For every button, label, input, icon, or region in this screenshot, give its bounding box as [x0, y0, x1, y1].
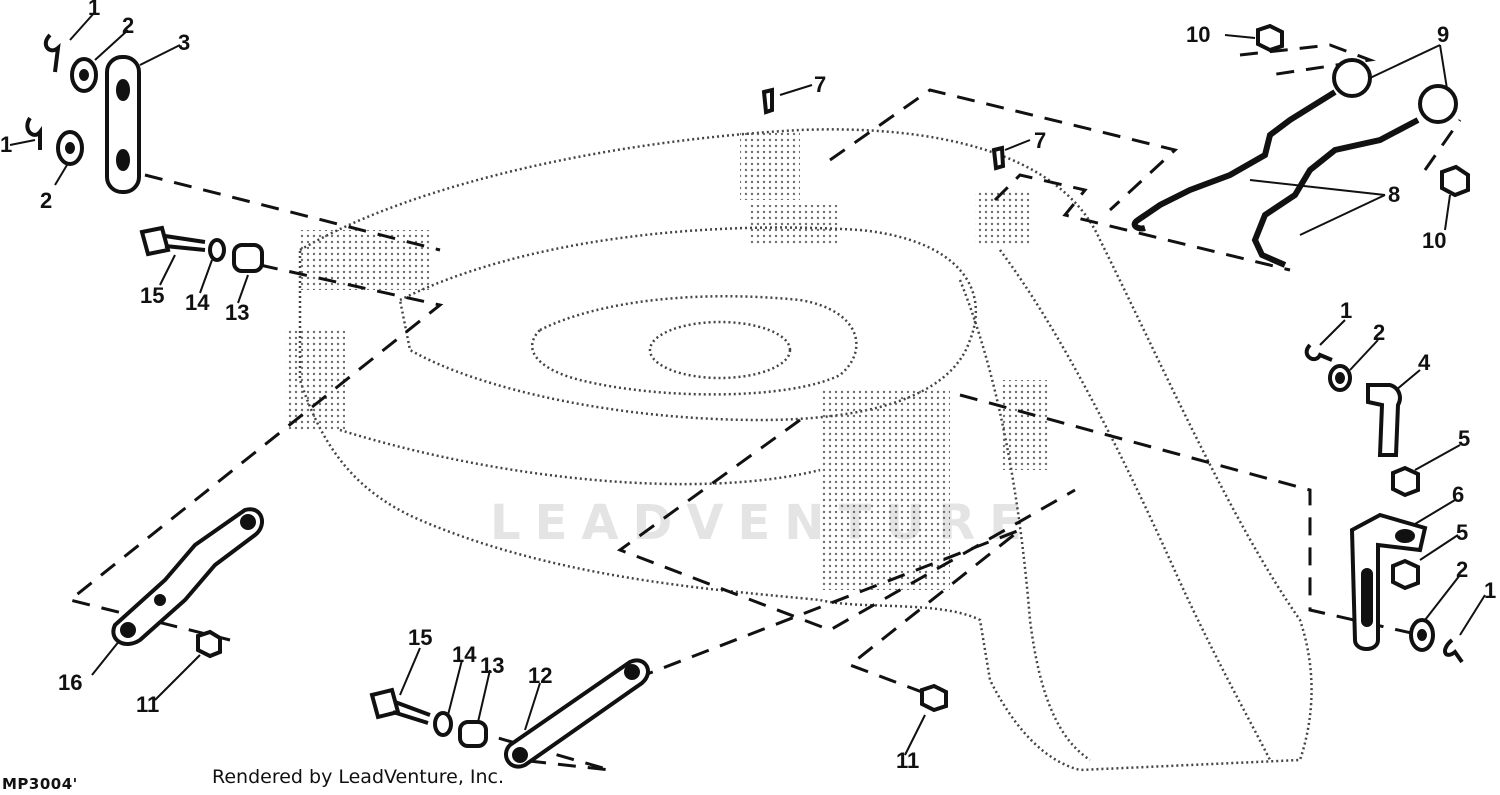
callout-label: 1 [1484, 578, 1496, 603]
part-bracket [1349, 512, 1428, 651]
callout-label: 6 [1452, 482, 1464, 507]
part-cotter-pin [761, 87, 1006, 171]
callout-label: 2 [40, 188, 52, 213]
part-link-bar [105, 55, 141, 194]
callout-label: 5 [1458, 426, 1470, 451]
callout-label: 7 [814, 72, 826, 97]
part-elbow-fitting [1366, 383, 1402, 457]
part-lift-link [111, 507, 650, 769]
callout-label: 10 [1186, 22, 1210, 47]
callout-label: 2 [122, 13, 134, 38]
callout-label: 1 [0, 132, 12, 157]
callout-label: 5 [1456, 520, 1468, 545]
assembly-leader-lines [66, 43, 1462, 772]
part-spacer [232, 243, 488, 748]
callout-label: 2 [1456, 557, 1468, 582]
part-knob [1332, 58, 1458, 124]
callout-label: 2 [1373, 320, 1385, 345]
callout-label: 14 [452, 642, 477, 667]
callout-label: 13 [225, 300, 249, 325]
callout-label: 8 [1388, 182, 1400, 207]
callout-labels: 1 2 3 1 2 7 7 10 9 8 10 15 14 13 1 2 4 5… [0, 0, 1496, 773]
callout-label: 15 [140, 283, 164, 308]
callout-label: 11 [896, 748, 919, 773]
callout-label: 11 [136, 692, 159, 717]
callout-label: 12 [528, 663, 552, 688]
callout-label: 9 [1437, 22, 1449, 47]
housing-shading [285, 130, 1050, 590]
part-carriage-bolt [139, 225, 431, 725]
callout-label: 16 [58, 670, 82, 695]
callout-leaders [9, 11, 1486, 756]
callout-label: 1 [1340, 298, 1352, 323]
callout-label: 1 [88, 0, 100, 20]
render-credit: Rendered by LeadVenture, Inc. [212, 766, 505, 788]
part-hair-pin-clip [25, 33, 1464, 664]
figure-code: MP3004' [2, 775, 78, 793]
part-washer [56, 57, 1435, 737]
callout-label: 10 [1422, 228, 1446, 253]
part-rod [1131, 89, 1420, 268]
callout-label: 7 [1034, 128, 1046, 153]
mower-deck-housing [298, 128, 1313, 772]
callout-label: 14 [185, 290, 210, 315]
callout-label: 4 [1418, 350, 1431, 375]
callout-label: 15 [408, 625, 432, 650]
callout-label: 13 [480, 653, 504, 678]
part-hex-nut [196, 23, 1470, 713]
callout-label: 3 [178, 30, 190, 55]
